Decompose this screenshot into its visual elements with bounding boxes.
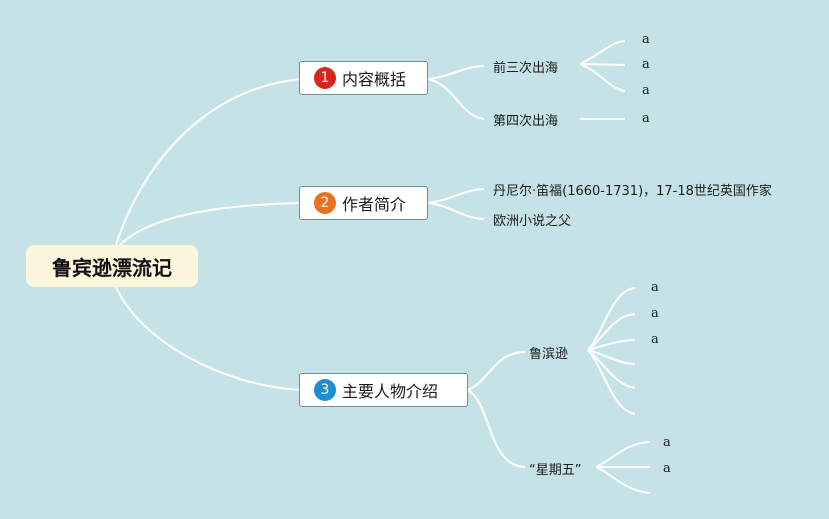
- connector-r1-a5: [587, 349, 636, 389]
- node-robinson[interactable]: 鲁滨逊: [529, 347, 569, 362]
- leaf-node[interactable]: a: [651, 280, 659, 295]
- leaf-node[interactable]: a: [663, 435, 671, 450]
- connector-root-b2: [119, 202, 301, 246]
- node-friday[interactable]: “星期五”: [529, 463, 582, 478]
- connector-b2-c1: [427, 188, 485, 204]
- root-label: 鲁宾逊漂流记: [52, 255, 172, 280]
- connector-c1-a2: [579, 63, 626, 66]
- connector-root-b3: [115, 286, 301, 391]
- number-badge-3: 3: [314, 379, 336, 401]
- node-father-of-novel[interactable]: 欧洲小说之父: [493, 214, 572, 229]
- connector-r1-a4: [587, 349, 636, 365]
- connector-r1-a3: [587, 339, 636, 351]
- connector-b1-c2: [427, 78, 485, 120]
- connector-root-b1: [115, 78, 301, 246]
- connector-r2-a3: [595, 466, 651, 494]
- number-badge-2: 2: [314, 192, 336, 214]
- branch-main-characters[interactable]: 3 主要人物介绍: [299, 373, 468, 407]
- connector-b3-c2: [467, 389, 526, 468]
- connector-c1-a3: [579, 63, 626, 92]
- connector-r1-a2: [587, 313, 636, 351]
- node-first-three-voyages[interactable]: 前三次出海: [493, 61, 559, 76]
- connector-r2-a1: [595, 441, 651, 468]
- leaf-node[interactable]: a: [642, 83, 650, 98]
- leaf-node[interactable]: a: [651, 306, 659, 321]
- leaf-node[interactable]: a: [663, 461, 671, 476]
- node-fourth-voyage[interactable]: 第四次出海: [493, 114, 559, 129]
- leaf-node[interactable]: a: [642, 57, 650, 72]
- connector-b2-c2: [427, 202, 485, 220]
- connector-r1-a6: [587, 349, 636, 415]
- connector-b1-c1: [427, 65, 485, 80]
- leaf-node[interactable]: a: [642, 32, 650, 47]
- connector-r1-a1: [587, 287, 636, 351]
- connector-c1-a1: [579, 40, 626, 65]
- branch-author-intro[interactable]: 2 作者简介: [299, 186, 428, 220]
- root-node[interactable]: 鲁宾逊漂流记: [26, 245, 198, 287]
- branch-label: 主要人物介绍: [342, 382, 439, 401]
- branch-label: 内容概括: [342, 70, 407, 89]
- branch-content-summary[interactable]: 1 内容概括: [299, 61, 428, 95]
- connector-b3-c1: [467, 351, 526, 391]
- number-badge-1: 1: [314, 67, 336, 89]
- leaf-node[interactable]: a: [651, 332, 659, 347]
- node-author-name[interactable]: 丹尼尔·笛福(1660-1731)，17-18世纪英国作家: [493, 184, 772, 199]
- leaf-node[interactable]: a: [642, 111, 650, 126]
- branch-label: 作者简介: [342, 195, 407, 214]
